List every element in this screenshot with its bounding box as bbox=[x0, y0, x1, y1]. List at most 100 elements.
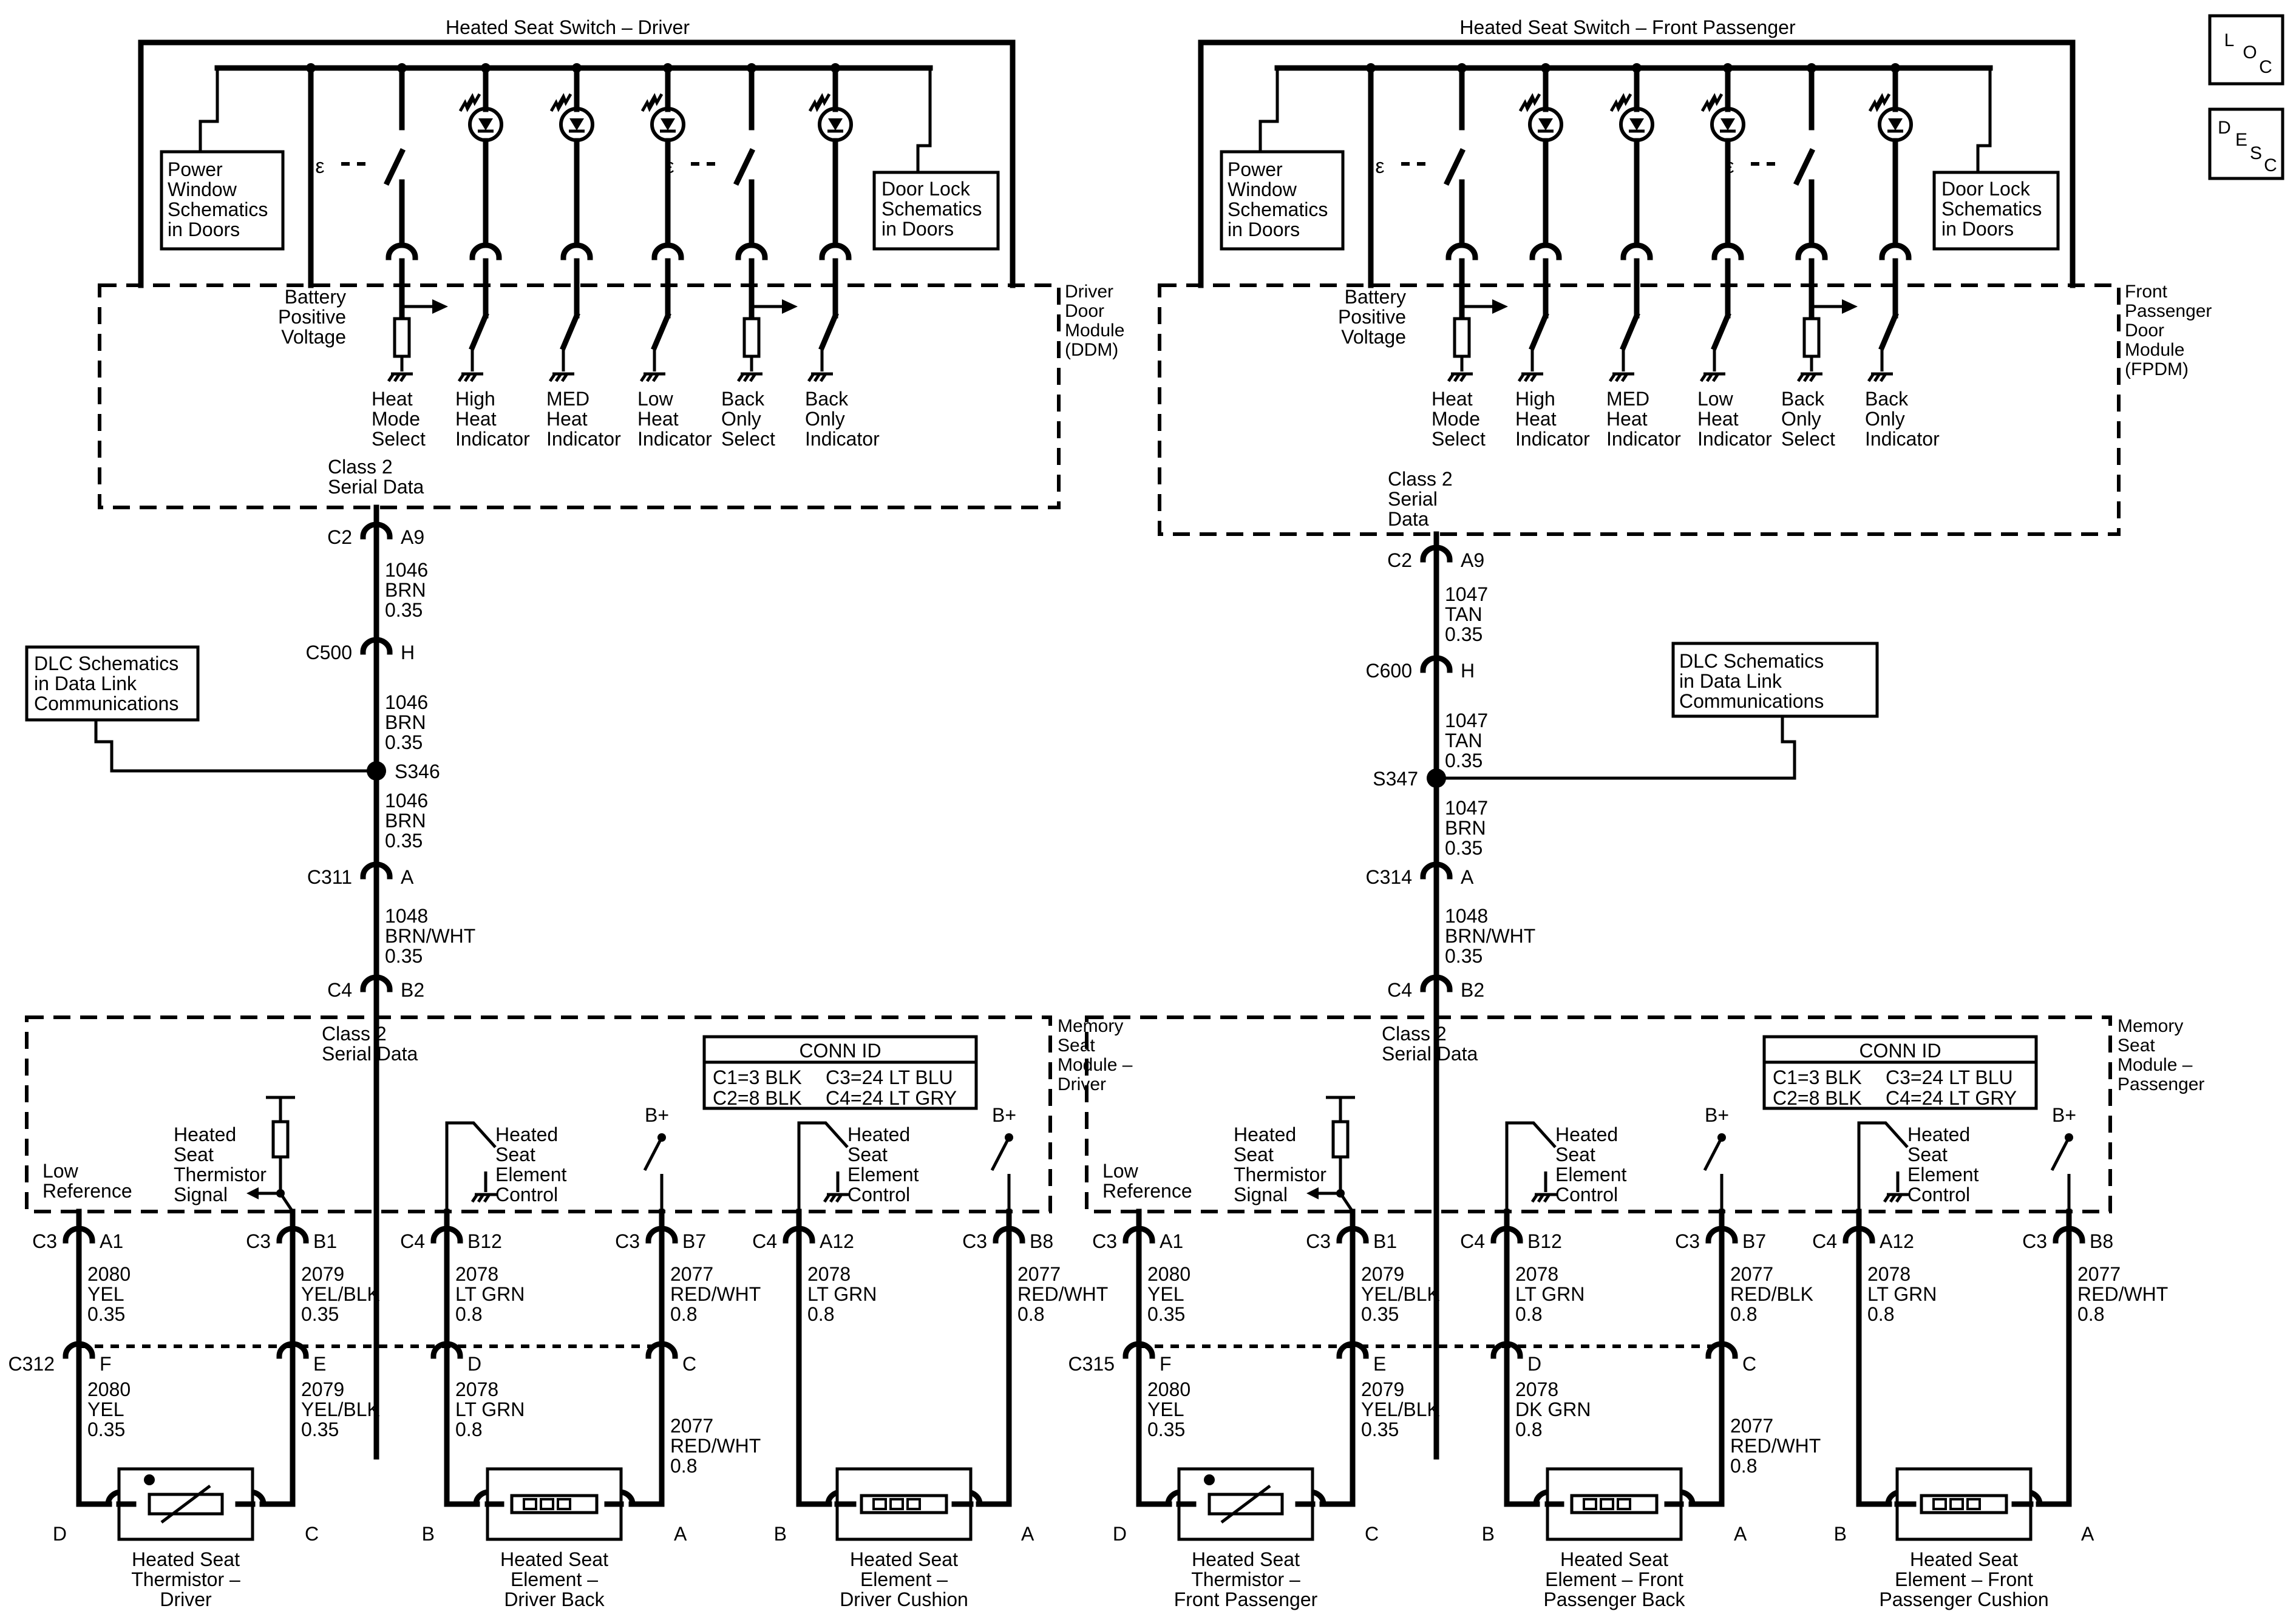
connector-arc bbox=[1620, 242, 1653, 260]
ref-lead bbox=[199, 68, 219, 152]
element-control-label-line: Heated bbox=[847, 1124, 910, 1145]
connector-arc bbox=[1445, 242, 1478, 260]
dlc-lead bbox=[1436, 716, 1796, 780]
element-control-label-line: Seat bbox=[1907, 1144, 1948, 1165]
wire-code-line: RED/WHT bbox=[2077, 1283, 2168, 1305]
serial-data-top-label-line: Class 2 bbox=[1388, 468, 1453, 490]
door-module-label-line: Front bbox=[2125, 282, 2168, 302]
wire-code-line: LT GRN bbox=[455, 1283, 525, 1305]
pin-conn-name: C3 bbox=[1306, 1230, 1331, 1252]
ref-lead bbox=[1258, 68, 1279, 152]
connector-arc bbox=[1336, 1341, 1369, 1359]
pullup-resistor bbox=[1802, 317, 1821, 358]
loc-button-frame[interactable] bbox=[2208, 14, 2284, 86]
component-lead bbox=[628, 1495, 665, 1507]
wire-code-line: 0.8 bbox=[455, 1303, 482, 1325]
loc-button[interactable]: LOC bbox=[2208, 14, 2284, 86]
led-triangle bbox=[1538, 118, 1553, 131]
element-control-label-line: Control bbox=[1555, 1184, 1618, 1205]
wire1-label-line: BRN bbox=[385, 579, 426, 601]
circuit-label-line: Heat bbox=[1606, 408, 1648, 430]
conn-mem bbox=[1420, 974, 1453, 992]
ground-hatch bbox=[1879, 373, 1887, 382]
ground-hatch bbox=[1517, 373, 1526, 382]
component-pin-left: B bbox=[422, 1523, 435, 1545]
desc-button-frame[interactable] bbox=[2208, 107, 2284, 180]
wire1-label-line: 1046 bbox=[385, 559, 428, 581]
led-ray bbox=[640, 99, 656, 112]
wire-code-line: 0.8 bbox=[1730, 1303, 1757, 1325]
thermistor-signal-label-line: Signal bbox=[1234, 1184, 1288, 1205]
ground-hatch bbox=[387, 373, 395, 382]
inline-connector bbox=[1123, 1341, 1155, 1359]
switch-connector bbox=[1879, 242, 1912, 260]
battery-label-line: Battery bbox=[1345, 286, 1406, 308]
component-lead bbox=[976, 1495, 1012, 1507]
circuit-label-line: Select bbox=[372, 428, 426, 450]
wire1-label-line: 1047 bbox=[1445, 583, 1488, 605]
memory-module-boundary bbox=[25, 1015, 1052, 1213]
conn-id-table bbox=[702, 1035, 978, 1110]
ground-hatch bbox=[819, 373, 827, 382]
wire2-label-line: 1047 bbox=[1445, 710, 1488, 731]
connector-arc bbox=[430, 1341, 463, 1359]
low-reference-label-line: Reference bbox=[1102, 1180, 1192, 1202]
door-module-label-line: (FPDM) bbox=[2125, 359, 2189, 379]
element-driver-lead bbox=[797, 1121, 849, 1212]
power-window-ref-text-line: in Doors bbox=[1228, 219, 1300, 240]
ground-icon bbox=[548, 372, 574, 382]
heater-coil bbox=[1932, 1498, 1947, 1510]
component-label-line: Element – Front bbox=[1895, 1568, 2033, 1590]
pin-conn-name: C3 bbox=[615, 1230, 640, 1252]
led-ray bbox=[458, 99, 474, 112]
wire-code-line: YEL/BLK bbox=[1361, 1398, 1440, 1420]
door-module-label-line: (DDM) bbox=[1065, 340, 1118, 360]
connector-arc bbox=[385, 242, 418, 260]
internal-switch bbox=[1620, 312, 1640, 351]
ground-hatch bbox=[1867, 373, 1875, 382]
memory-module-label-line: Module – bbox=[1058, 1055, 1133, 1075]
door-lock-ref-text-line: Door Lock bbox=[881, 178, 971, 200]
wire-code-line: 2080 bbox=[87, 1378, 131, 1400]
thermistor-pullup bbox=[1331, 1120, 1350, 1159]
serial-data-mem-label-line: Serial Data bbox=[322, 1043, 418, 1065]
wire-code-line: LT GRN bbox=[1867, 1283, 1937, 1305]
ground-hatch bbox=[457, 373, 466, 382]
ground-hatch bbox=[823, 1193, 831, 1203]
door-lock-ref-text-line: Schematics bbox=[881, 198, 982, 220]
connector-arc bbox=[1420, 861, 1453, 880]
led-icon bbox=[1609, 93, 1654, 142]
led-ray bbox=[1609, 99, 1625, 112]
wire-code-line: 2078 bbox=[1515, 1263, 1558, 1285]
ground-hatch bbox=[645, 373, 654, 382]
pin-conn-name: C3 bbox=[2022, 1230, 2047, 1252]
component-pin-left: B bbox=[1834, 1523, 1847, 1545]
dlc-ref-text-line: DLC Schematics bbox=[34, 653, 178, 674]
element-control-label-line: Element bbox=[1555, 1164, 1627, 1185]
led-ray bbox=[557, 93, 572, 106]
conn-mem bbox=[360, 974, 393, 992]
wire-code-line: YEL bbox=[1147, 1398, 1184, 1420]
led-ray bbox=[1700, 99, 1716, 112]
circuit-label-line: Indicator bbox=[1865, 428, 1940, 450]
component-label-line: Driver Cushion bbox=[840, 1588, 968, 1610]
ground-icon bbox=[823, 1193, 849, 1203]
heater-coil bbox=[523, 1498, 537, 1510]
ground-hatch bbox=[1614, 373, 1623, 382]
component-lead bbox=[1688, 1495, 1725, 1507]
pin-conn-name: C4 bbox=[1812, 1230, 1837, 1252]
serial-data-mem-label-line: Serial Data bbox=[1382, 1043, 1478, 1065]
conn-mem-pin: B2 bbox=[401, 979, 424, 1001]
wire-code-line: 0.35 bbox=[1361, 1419, 1399, 1440]
